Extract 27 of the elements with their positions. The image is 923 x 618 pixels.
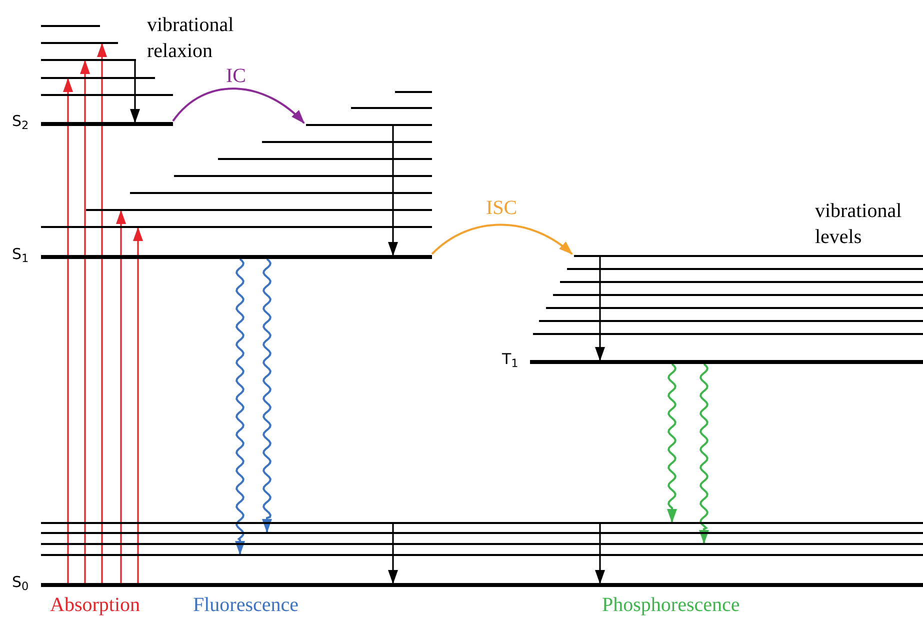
arrow — [595, 524, 605, 584]
curved-arrow — [431, 224, 573, 255]
arrow — [97, 43, 107, 583]
curved-arrow — [172, 88, 305, 124]
level-label: S$_{1}$ — [12, 247, 29, 262]
wavy-arrow — [699, 363, 709, 544]
edge-label: IC — [226, 66, 246, 86]
wavy-arrow — [262, 258, 272, 533]
wavy-arrow — [667, 363, 677, 523]
arrow — [130, 61, 140, 123]
arrow — [595, 257, 605, 361]
annotation-text: Phosphorescence — [602, 593, 741, 618]
annotation-text: vibrational relaxion — [147, 13, 235, 64]
arrow — [388, 524, 398, 584]
arrow — [63, 78, 73, 583]
arrow — [388, 126, 398, 256]
level-label: S$_{0}$ — [12, 575, 29, 590]
annotation-text: Absorption — [50, 593, 141, 618]
annotation-text: vibrational levels — [815, 199, 903, 250]
wavy-arrow — [235, 258, 245, 555]
level-label: S$_{2}$ — [12, 114, 29, 129]
level-label: T$_{1}$ — [502, 352, 518, 367]
arrow — [133, 227, 143, 583]
arrow — [116, 210, 126, 583]
annotation-text: Fluorescence — [193, 593, 300, 618]
edge-label: ISC — [486, 198, 518, 218]
arrow — [80, 60, 90, 583]
